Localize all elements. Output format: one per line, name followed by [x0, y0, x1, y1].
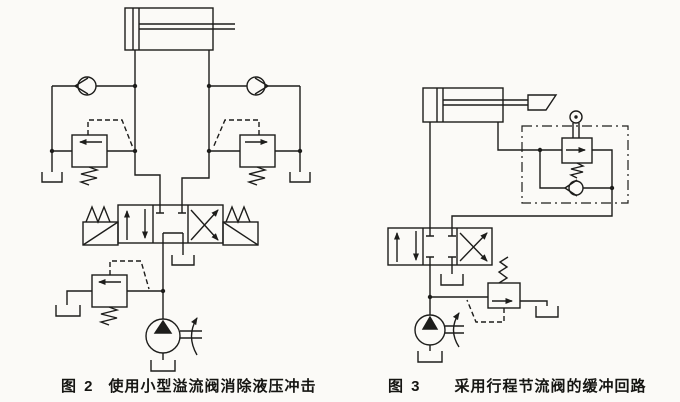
piston-rod [139, 23, 235, 30]
figure-2-caption: 图 2 使用小型溢流阀消除液压冲击 [61, 375, 317, 396]
junction-dots [49, 83, 303, 294]
valve-body [387, 227, 493, 266]
relief-valve-symbol [466, 256, 521, 323]
check-ball [77, 76, 97, 96]
stroke-throttle-assembly [521, 110, 629, 204]
check-seat [564, 179, 578, 197]
spring [98, 306, 120, 326]
pump-outlet-triangle [153, 319, 173, 334]
tank-symbols [417, 274, 559, 363]
roller-stem [572, 123, 580, 138]
rotation-arrow [190, 317, 198, 356]
spring-left [85, 205, 111, 224]
check-ball [246, 76, 266, 96]
rotation-arrow [452, 312, 460, 348]
piston-rod [443, 99, 528, 106]
spring-right [225, 205, 251, 224]
valve-body [117, 204, 224, 244]
figure-2-label: 图 2 [61, 378, 95, 395]
blocked-ports [426, 228, 456, 265]
tank-symbols [41, 172, 311, 372]
check-valve-right-symbol [246, 76, 269, 96]
figure-3-caption: 图 3 采用行程节流阀的缓冲回路 [388, 375, 647, 396]
cylinder-piston [436, 88, 444, 122]
cross-arrow-2 [190, 209, 219, 241]
directional-valve-symbol [387, 227, 493, 266]
pump-symbol [414, 312, 464, 348]
solenoid-left-slash [82, 221, 119, 246]
check-valve-left-symbol [74, 76, 97, 96]
valve-body [91, 274, 128, 308]
drive-shaft [445, 325, 464, 334]
junction-dots [427, 147, 615, 300]
figure-2-title: 使用小型溢流阀消除液压冲击 [108, 378, 317, 395]
valve-body [239, 134, 276, 168]
pilot-line [466, 299, 505, 323]
valve-body [71, 134, 108, 168]
blocked-ports [156, 205, 186, 214]
pump-symbol [145, 317, 202, 356]
position-dividers [422, 228, 458, 265]
figure-3-title: 采用行程节流阀的缓冲回路 [454, 378, 647, 395]
spring [246, 166, 268, 186]
check-seat [74, 77, 89, 95]
enclosure-box [521, 125, 629, 204]
small-relief-valve-right-symbol [212, 119, 276, 186]
spring [78, 166, 100, 186]
figure-3-circuit [387, 87, 629, 363]
pump-circle [414, 314, 446, 346]
figure-2-circuit [41, 7, 311, 372]
cylinder-piston [132, 8, 140, 50]
return-spring [568, 162, 586, 179]
small-relief-valve-left-symbol [71, 119, 134, 186]
pump-circle [145, 318, 181, 354]
hydraulic-cylinder-symbol [422, 87, 558, 123]
pump-outlet-triangle [421, 315, 439, 330]
position-dividers [152, 205, 189, 243]
pilot-line [109, 260, 150, 290]
valve-body [487, 282, 521, 309]
pilot-line [212, 119, 260, 149]
hydraulic-cylinder-symbol [124, 7, 235, 51]
pipe-lines [429, 122, 613, 351]
pilot-line [87, 119, 134, 149]
check-seat [254, 77, 269, 95]
cam-dog [527, 94, 558, 111]
directional-valve-symbol [82, 204, 259, 246]
spring [497, 256, 509, 284]
cross-arrow-2 [459, 232, 488, 262]
figure-3-label: 图 3 [388, 378, 422, 395]
system-relief-valve-symbol [91, 260, 150, 326]
roller-pin [574, 115, 578, 119]
solenoid-right-slash [222, 221, 259, 246]
